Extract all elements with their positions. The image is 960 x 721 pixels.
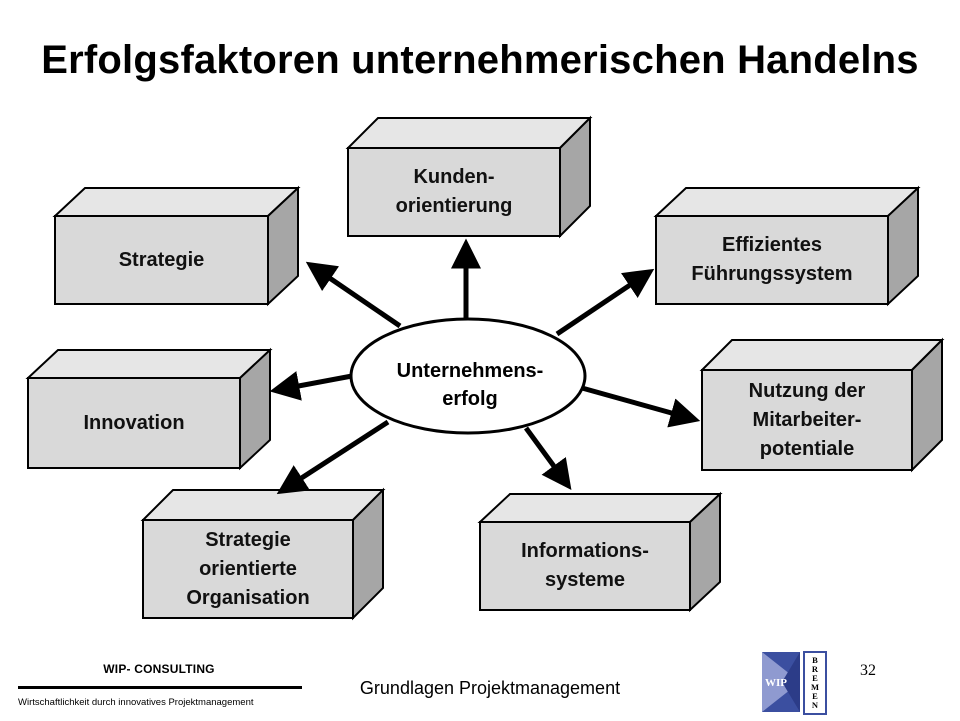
footer-divider [18, 686, 302, 689]
footer-tagline: Wirtschaftlichkeit durch innovatives Pro… [18, 697, 254, 708]
arrow-to-fuehrung [555, 268, 655, 337]
wip-bremen-logo: WIP B R E M E N [762, 648, 834, 716]
arrow-to-mitarbeiter [581, 385, 701, 428]
label-kunden: Kunden- orientierung [395, 166, 513, 217]
box-informationssysteme [477, 491, 723, 613]
label-innovation: Innovation [83, 411, 185, 434]
label-strategie: Strategie [118, 248, 205, 271]
arrow-to-informationssysteme [523, 426, 572, 491]
page-number: 32 [860, 662, 876, 679]
label-mitarbeiter: Nutzung der Mitarbeiter- potentiale [748, 379, 866, 460]
logo-wip-text: WIP [765, 677, 787, 689]
arrow-to-innovation [269, 371, 353, 401]
box-organisation [140, 487, 386, 621]
center-label: Unternehmens- erfolg [396, 360, 544, 410]
box-mitarbeiter [699, 337, 945, 473]
box-kunden [345, 115, 593, 239]
label-informationssysteme: Informations- systeme [521, 540, 649, 591]
slide-title: Erfolgsfaktoren unternehmerischen Handel… [41, 38, 919, 82]
box-innovation [25, 347, 273, 471]
footer-title: Grundlagen Projektmanagement [359, 678, 621, 698]
center-ellipse [349, 317, 587, 435]
logo-bremen-text: B R E M E N [810, 655, 820, 710]
footer-brand: WIP- CONSULTING [103, 662, 215, 676]
label-organisation: Strategie orientierte Organisation [186, 528, 310, 609]
label-fuehrung: Effizientes Führungssystem [691, 234, 853, 285]
box-strategie [52, 185, 301, 307]
arrow-to-organisation [276, 419, 390, 495]
box-fuehrung [653, 185, 921, 307]
arrow-to-strategie [305, 261, 402, 329]
